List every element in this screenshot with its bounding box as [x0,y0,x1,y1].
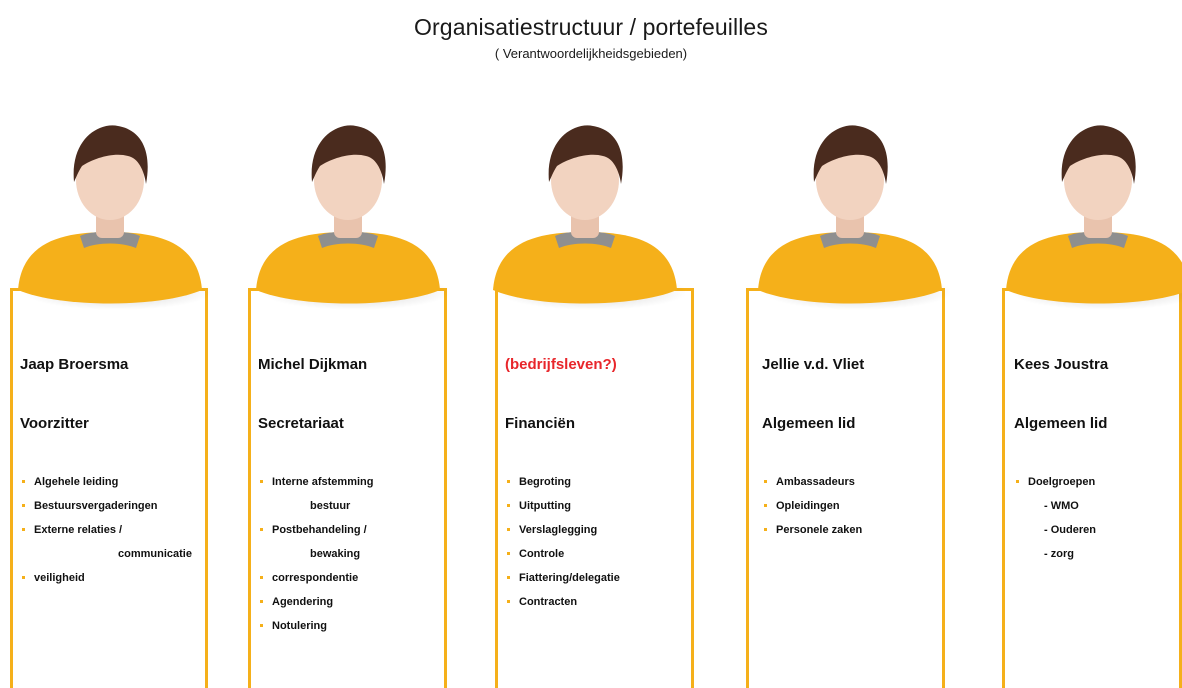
member-name: Kees Joustra [1014,356,1109,373]
member-role: Voorzitter [20,415,89,432]
responsibility-item: Notulering [258,614,373,638]
responsibility-item: Bestuursvergaderingen [20,494,192,518]
responsibility-list: Doelgroepen - WMO - Ouderen - zorg [1014,470,1096,566]
responsibility-item: correspondentie [258,566,373,590]
responsibility-item: - Ouderen [1044,524,1096,536]
member-role: Algemeen lid [1014,415,1108,432]
responsibility-item: - WMO [1044,500,1079,512]
person-avatar-icon [248,112,451,317]
responsibility-item: bestuur [310,500,351,512]
page-title: Organisatiestructuur / portefeuilles [414,14,768,40]
responsibility-item: Verslaglegging [505,518,620,542]
responsibility-item: bewaking [310,548,361,560]
responsibility-item: Ambassadeurs [762,470,862,494]
member-role: Secretariaat [258,415,344,432]
person-avatar-icon [998,112,1182,317]
member-name: Jaap Broersma [20,356,129,373]
responsibility-item: Personele zaken [762,518,862,542]
person-avatar-icon [10,112,213,317]
page-subtitle: ( Verantwoordelijkheidsgebieden) [494,46,688,61]
responsibility-item: Postbehandeling / [258,518,373,542]
responsibility-item: Controle [505,542,620,566]
responsibility-item: veiligheid [20,566,192,590]
person-avatar-icon [485,112,688,317]
member-name: Michel Dijkman [258,356,368,373]
responsibility-item: - zorg [1044,548,1074,560]
responsibility-item: Agendering [258,590,373,614]
responsibility-item: Doelgroepen [1014,470,1096,494]
person-avatar-icon [750,112,953,317]
member-role: Algemeen lid [762,415,856,432]
member-name: (bedrijfsleven?) [505,356,617,373]
responsibility-item: Interne afstemming [258,470,373,494]
responsibility-item: Opleidingen [762,494,862,518]
responsibility-item: Externe relaties / [20,518,192,542]
responsibility-item: communicatie [118,548,192,560]
responsibility-item: Fiattering/delegatie [505,566,620,590]
responsibility-item: Begroting [505,470,620,494]
responsibility-item: Algehele leiding [20,470,192,494]
responsibility-item: Uitputting [505,494,620,518]
member-role: Financiën [505,415,576,432]
member-name: Jellie v.d. Vliet [762,356,865,373]
responsibility-item: Contracten [505,590,620,614]
